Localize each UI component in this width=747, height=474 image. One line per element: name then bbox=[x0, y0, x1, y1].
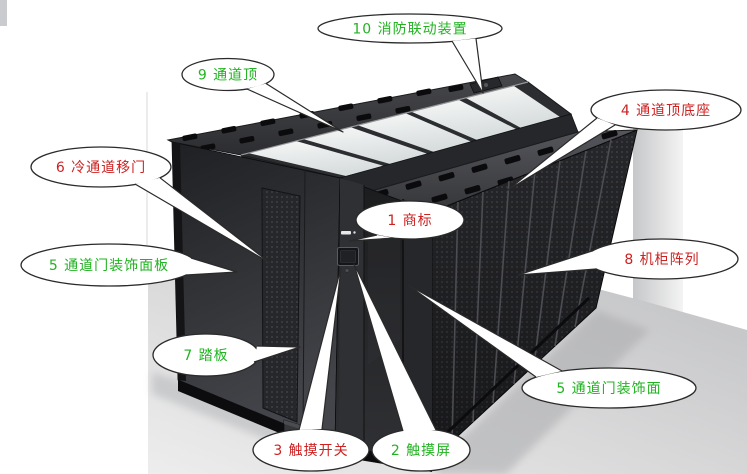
callout-bubble bbox=[355, 200, 465, 240]
callout-door-panel-left: 5 通道门装饰面板 bbox=[20, 243, 238, 287]
rack-row-right-mesh bbox=[430, 129, 638, 462]
touch-screen-panel bbox=[337, 247, 359, 266]
callout-brand: 1 商标 bbox=[348, 200, 465, 242]
callout-label: 3 触摸开关 bbox=[273, 443, 348, 459]
callout-label: 5 通道门装饰面板 bbox=[49, 258, 169, 274]
callout-pedal: 7 踏板 bbox=[152, 333, 301, 377]
callout-roof: 9 通道顶 bbox=[181, 57, 344, 133]
callout-tail bbox=[246, 82, 344, 133]
callout-label: 4 通道顶底座 bbox=[621, 103, 711, 119]
callouts: 10 消防联动装置 9 通道顶 4 通道顶底座 6 冷通道移门 1 商标 5 通… bbox=[20, 13, 742, 472]
corner-artifact bbox=[0, 0, 7, 26]
fire-linkage-device bbox=[469, 76, 503, 94]
callout-tail bbox=[298, 267, 342, 431]
callout-label: 8 机柜阵列 bbox=[624, 252, 699, 268]
callout-label: 5 通道门装饰面 bbox=[556, 381, 661, 397]
callout-tail bbox=[517, 250, 597, 276]
rack-plinth bbox=[430, 296, 591, 449]
callout-bubble bbox=[181, 57, 275, 92]
callout-door-panel-right: 5 通道门装饰面 bbox=[407, 284, 697, 409]
callout-touch-screen: 2 触摸屏 bbox=[353, 263, 471, 472]
callout-cabinet-array: 8 机柜阵列 bbox=[517, 238, 739, 280]
callout-bubble bbox=[30, 146, 172, 188]
callout-tail bbox=[353, 263, 437, 432]
roof-glass-panel bbox=[357, 113, 472, 152]
callout-tail bbox=[348, 234, 395, 242]
callout-tail bbox=[253, 345, 301, 363]
cold-aisle-roof bbox=[240, 76, 579, 199]
roof-glass-panel bbox=[303, 127, 428, 164]
touch-switch-button bbox=[344, 268, 350, 273]
callout-bubble bbox=[590, 89, 742, 131]
cabinet-dividers bbox=[451, 139, 612, 442]
roof-glass-panel bbox=[412, 100, 516, 140]
callout-label: 2 触摸屏 bbox=[391, 443, 451, 459]
callout-label: 1 商标 bbox=[387, 213, 432, 229]
callout-label: 7 踏板 bbox=[183, 348, 228, 364]
roof-glass-panel bbox=[466, 86, 560, 128]
callout-label: 9 通道顶 bbox=[198, 68, 258, 84]
callout-bubble bbox=[317, 13, 503, 44]
door-frame-column bbox=[339, 178, 364, 451]
callout-touch-switch: 3 触摸开关 bbox=[252, 267, 370, 472]
callout-roof-base: 4 通道顶底座 bbox=[507, 89, 742, 191]
callout-tail bbox=[134, 177, 271, 264]
brand-logo-mark bbox=[341, 231, 356, 235]
callout-tail bbox=[451, 38, 484, 94]
callout-tail bbox=[507, 117, 616, 191]
front-mesh-door bbox=[261, 187, 301, 423]
callout-label: 10 消防联动装置 bbox=[352, 22, 467, 38]
callout-label: 6 冷通道移门 bbox=[56, 160, 146, 176]
callout-tail bbox=[407, 284, 563, 378]
roof-glass-panel bbox=[248, 141, 384, 176]
callout-sliding-door: 6 冷通道移门 bbox=[30, 146, 271, 264]
callout-bubble bbox=[521, 367, 697, 409]
roof-edge-highlight bbox=[240, 81, 529, 156]
callout-fire-linkage: 10 消防联动装置 bbox=[317, 13, 503, 94]
panel-seam bbox=[302, 169, 306, 431]
callout-tail bbox=[185, 257, 238, 276]
